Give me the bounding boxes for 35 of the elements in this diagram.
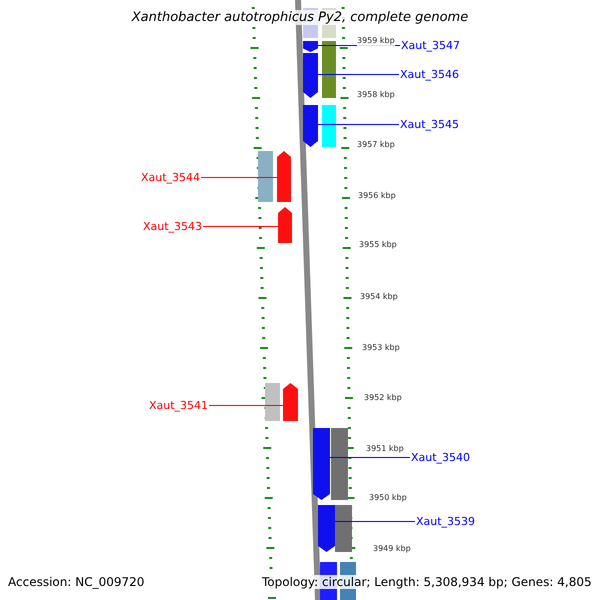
scale-label: 3951 kbp <box>366 444 404 454</box>
footer-text: Topology: circular; Length: 5,308,934 bp; Genes: 4,805 <box>262 575 592 589</box>
footer-text: Accession: NC_009720 <box>8 575 144 589</box>
leader-line <box>334 521 416 522</box>
scale-label: 3954 kbp <box>360 292 398 302</box>
scale-label: 3950 kbp <box>369 493 407 503</box>
gene-label: Xaut_3544 <box>141 171 200 184</box>
scale-label: 3957 kbp <box>357 140 395 150</box>
scale-label: 3949 kbp <box>373 544 411 554</box>
gene-feature <box>283 383 298 421</box>
leader-line <box>202 226 278 227</box>
gene-label: Xaut_3545 <box>400 118 460 131</box>
scale-label: 3956 kbp <box>358 191 396 201</box>
leader-line <box>208 405 284 406</box>
gene-feature <box>303 105 318 147</box>
gene-feature <box>318 505 335 552</box>
chart-title: Xanthobacter autotrophicus Py2, complete genome <box>132 10 468 25</box>
leader-line <box>200 177 278 178</box>
gene-label: Xaut_3539 <box>416 515 476 528</box>
gene-label: Xaut_3543 <box>143 220 202 233</box>
scale-label: 3953 kbp <box>362 343 400 353</box>
gene-feature <box>278 207 292 243</box>
gene-label: Xaut_3541 <box>149 399 208 412</box>
leader-line <box>330 457 410 458</box>
scale-label: 3959 kbp <box>357 36 395 46</box>
gene-label: Xaut_3546 <box>400 68 460 81</box>
gene-label: Xaut_3540 <box>411 451 470 464</box>
gene-feature <box>277 151 291 202</box>
scale-label: 3952 kbp <box>364 393 402 403</box>
leader-line <box>318 124 400 125</box>
gene-label: Xaut_3547 <box>401 39 460 52</box>
scale-label: 3955 kbp <box>359 240 397 250</box>
scale-label: 3958 kbp <box>357 90 395 100</box>
gene-feature <box>313 428 330 500</box>
leader-line <box>318 74 400 75</box>
